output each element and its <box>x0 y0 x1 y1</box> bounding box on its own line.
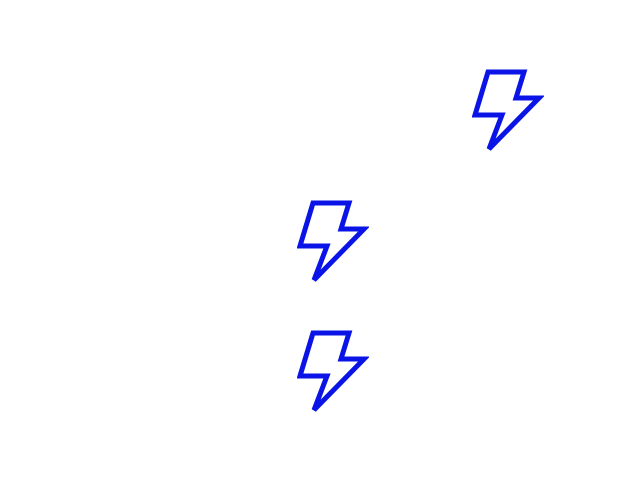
lightning-bolt-icon <box>297 200 369 282</box>
lightning-bolt-icon <box>472 69 544 151</box>
lightning-bolt-button-3[interactable] <box>297 330 369 414</box>
lightning-bolt-button-1[interactable] <box>472 69 544 153</box>
lightning-bolt-icon <box>297 330 369 412</box>
lightning-bolt-button-2[interactable] <box>297 200 369 284</box>
